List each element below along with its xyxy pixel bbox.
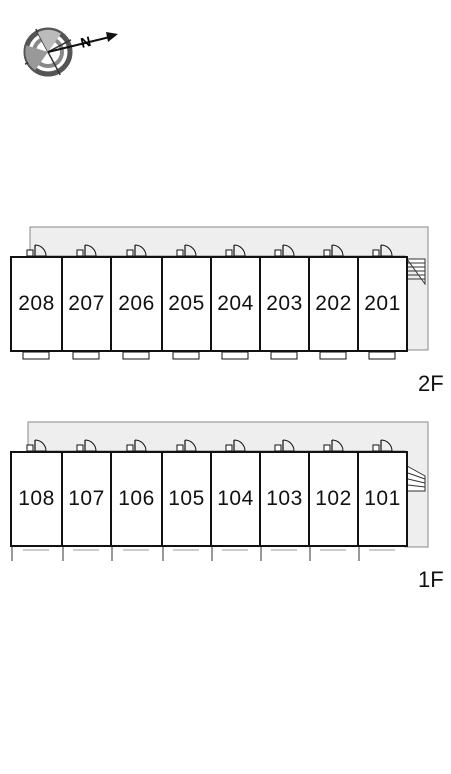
unit-204: 204 xyxy=(210,256,261,352)
unit-number: 104 xyxy=(217,487,254,510)
unit-number: 103 xyxy=(266,487,303,510)
balcony-icon xyxy=(368,351,396,360)
compass-rose-icon: N xyxy=(18,18,128,93)
floor-plan-1f: 108 107 106 105 104 103 102 101 1F xyxy=(0,421,451,596)
unit-102: 102 xyxy=(308,451,359,547)
unit-number: 102 xyxy=(315,487,352,510)
unit-205: 205 xyxy=(161,256,212,352)
unit-number: 201 xyxy=(364,292,401,315)
unit-207: 207 xyxy=(61,256,112,352)
unit-107: 107 xyxy=(61,451,112,547)
unit-number: 108 xyxy=(18,487,55,510)
unit-number: 206 xyxy=(118,292,155,315)
unit-208: 208 xyxy=(10,256,63,352)
unit-number: 204 xyxy=(217,292,254,315)
floor-2-corridor xyxy=(22,226,429,360)
unit-108: 108 xyxy=(10,451,63,547)
unit-106: 106 xyxy=(110,451,163,547)
floor-label-1f: 1F xyxy=(418,567,444,592)
entrance-door-icon xyxy=(323,439,344,452)
unit-number: 105 xyxy=(168,487,205,510)
balcony-icon xyxy=(172,351,200,360)
unit-number: 208 xyxy=(18,292,55,315)
unit-number: 107 xyxy=(68,487,105,510)
balcony-icon xyxy=(221,351,249,360)
balcony-icon xyxy=(122,351,150,360)
balcony-icon xyxy=(270,351,298,360)
unit-203: 203 xyxy=(259,256,310,352)
unit-206: 206 xyxy=(110,256,163,352)
unit-101: 101 xyxy=(357,451,408,547)
unit-number: 205 xyxy=(168,292,205,315)
unit-202: 202 xyxy=(308,256,359,352)
balcony-icon xyxy=(72,351,100,360)
balcony-icon xyxy=(319,351,347,360)
balcony-icon xyxy=(22,351,50,360)
stairs-icon xyxy=(406,258,426,286)
unit-number: 203 xyxy=(266,292,303,315)
unit-105: 105 xyxy=(161,451,212,547)
unit-104: 104 xyxy=(210,451,261,547)
unit-number: 101 xyxy=(364,487,401,510)
unit-201: 201 xyxy=(357,256,408,352)
unit-number: 207 xyxy=(68,292,105,315)
unit-103: 103 xyxy=(259,451,310,547)
stairs-icon xyxy=(406,465,426,492)
unit-number: 202 xyxy=(315,292,352,315)
floor-label-2f: 2F xyxy=(418,371,444,396)
floor-plan-2f: 208 207 206 205 204 203 202 201 2F xyxy=(0,226,451,396)
compass-north-label: N xyxy=(79,33,93,51)
unit-number: 106 xyxy=(118,487,155,510)
